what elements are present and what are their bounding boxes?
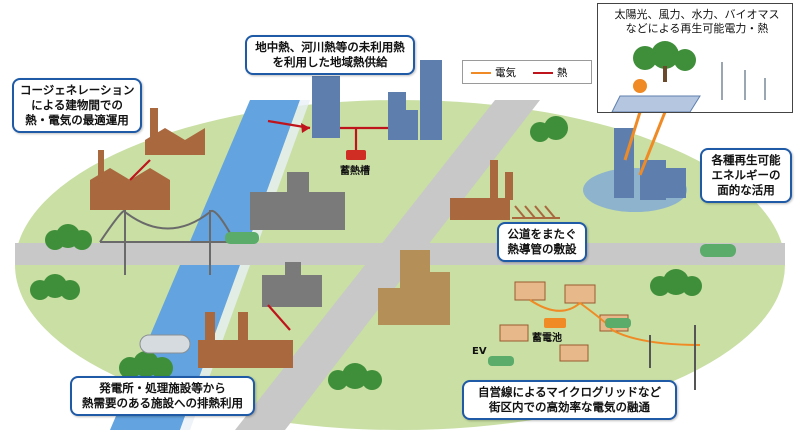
car-left xyxy=(225,232,259,244)
callout-renewable-use: 各種再生可能 エネルギーの 面的な活用 xyxy=(700,148,792,203)
callout-cogeneration-line-1: コージェネレーション xyxy=(20,83,135,97)
legend-electricity-label: 電気 xyxy=(495,67,516,79)
ev-car xyxy=(488,356,514,366)
label-battery: 蓄電池 xyxy=(532,333,562,344)
renewable-source-box xyxy=(597,3,793,113)
renewable-flows xyxy=(623,111,667,176)
legend-electricity-swatch xyxy=(471,72,491,74)
renewable-district-buildings xyxy=(614,128,686,200)
callout-microgrid-line-1: 自営線によるマイクログリッドなど xyxy=(478,385,661,399)
legend: 電気 熱 xyxy=(462,60,592,84)
school-building xyxy=(250,172,345,230)
callout-renewable-use-line-2: エネルギーの xyxy=(711,168,781,182)
car-house xyxy=(605,318,631,328)
callout-microgrid-line-2: 街区内での高効率な電気の融通 xyxy=(489,400,650,414)
callout-cogeneration: コージェネレーション による建物間での 熱・電気の最適運用 xyxy=(12,78,142,133)
callout-renewable-use-line-1: 各種再生可能 xyxy=(711,153,781,167)
greenhouse xyxy=(139,334,191,354)
cogeneration-factory xyxy=(90,108,205,210)
callout-district-heat: 地中熱、河川熱等の未利用熱 を利用した地域熱供給 xyxy=(245,35,415,75)
callout-district-heat-line-2: を利用した地域熱供給 xyxy=(272,55,388,69)
callout-cogeneration-line-2: による建物間での xyxy=(31,98,123,112)
callout-cogeneration-line-3: 熱・電気の最適運用 xyxy=(25,113,129,127)
car-right xyxy=(700,244,736,257)
battery-unit xyxy=(544,318,566,328)
renewable-source-text: 太陽光、風力、水力、バイオマス などによる再生可能電力・熱 xyxy=(604,8,790,36)
callout-microgrid: 自営線によるマイクログリッドなど 街区内での高効率な電気の融通 xyxy=(462,380,677,420)
power-plant xyxy=(198,312,293,368)
industrial-plant xyxy=(450,160,513,220)
suspension-bridge xyxy=(99,209,236,275)
callout-district-heat-line-1: 地中熱、河川熱等の未利用熱 xyxy=(255,40,405,54)
legend-heat-swatch xyxy=(533,72,553,74)
tree-clusters xyxy=(30,116,702,390)
district-heat-buildings xyxy=(312,60,442,140)
heat-flows xyxy=(129,119,388,331)
callout-heat-pipe-line-2: 熱導管の敷設 xyxy=(507,242,577,256)
callout-heat-pipe: 公道をまたぐ 熱導管の敷設 xyxy=(497,222,587,262)
callout-waste-heat-line-2: 熱需要のある施設への排熱利用 xyxy=(82,396,243,410)
callout-waste-heat-line-1: 発電所・処理施設等から xyxy=(99,381,226,395)
legend-heat-label: 熱 xyxy=(557,67,568,79)
road-diagonal xyxy=(235,100,540,430)
label-heat-storage: 蓄熱槽 xyxy=(340,166,370,177)
callout-heat-pipe-line-1: 公道をまたぐ xyxy=(507,227,577,241)
renewable-source-art xyxy=(611,41,766,113)
hospital-building xyxy=(262,262,322,307)
renewable-source-line-2: などによる再生可能電力・熱 xyxy=(625,22,769,35)
callout-waste-heat: 発電所・処理施設等から 熱需要のある施設への排熱利用 xyxy=(70,376,255,416)
steel-truss xyxy=(512,205,560,219)
apartment-block xyxy=(378,250,450,325)
heat-storage-tank xyxy=(346,150,366,160)
callout-renewable-use-line-3: 面的な活用 xyxy=(717,183,775,197)
renewable-source-line-1: 太陽光、風力、水力、バイオマス xyxy=(614,8,780,21)
label-ev: EV xyxy=(472,346,487,357)
